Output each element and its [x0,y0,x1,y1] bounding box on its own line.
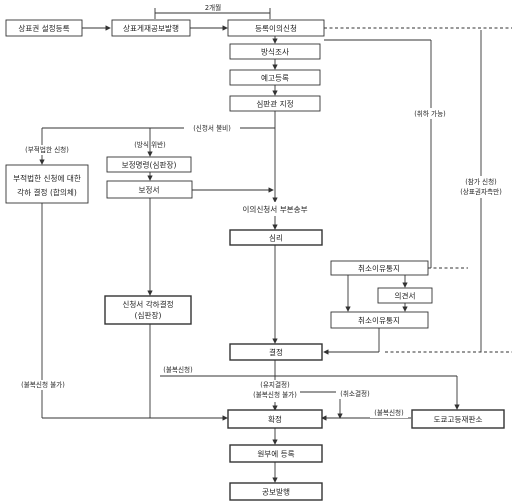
label-appeal-2: (불복신청) [374,408,403,417]
label-maintain-2: (불복신청 불가) [253,390,297,399]
box-formality: 방식조사 [229,43,321,60]
label-withdraw: (취하 가능) [414,109,446,118]
labels: 2개월 (신청서 불비) (부적법한 신청) (방식 위반) (취하 가능) (… [18,2,510,418]
box-final-text: 확정 [268,414,282,424]
box-final: 확정 [227,409,323,429]
box-publication: 상표게재공보발행 [111,19,191,37]
box-revocation-notice-2-text: 취소이유통지 [358,315,400,325]
box-decision-text: 결정 [269,347,283,357]
box-decision: 결정 [229,343,323,361]
label-appeal-1: (불복신청) [163,365,192,374]
label-participation-1: (참가 신청) [465,177,497,186]
box-reject: 신청서 각하결정 (심판장) [104,295,192,325]
box-revocation-notice-1: 취소이유통지 [330,260,429,276]
box-apply: 상표권 설정등록 [5,19,83,37]
box-trial-text: 심리 [269,233,283,243]
box-register-text: 원부에 등록 [257,450,294,459]
box-gazette-text: 공보발행 [262,487,290,497]
box-ip-court-text: 도쿄고등재판소 [434,415,483,424]
box-amendment-text: 보정서 [139,185,160,195]
label-participation-2: (상표권자측만) [460,187,502,196]
box-improper-text-2: 각하 결정 (합의체) [17,187,77,197]
box-publication-text: 상표게재공보발행 [123,23,179,33]
box-register: 원부에 등록 [229,444,323,463]
box-copy-sent-text: 이의신청서 부본송부 [242,204,307,214]
box-revocation-notice-1-text: 취소이유통지 [358,263,400,273]
box-reject-text-1: 신청서 각하결정 [122,299,173,309]
box-notice-text: 예고등록 [261,73,289,83]
box-ip-court: 도쿄고등재판소 [411,409,505,429]
label-two-months: 2개월 [205,3,221,12]
box-apply-text: 상표권 설정등록 [18,23,69,33]
box-correction-order: 보정명령(심판장) [106,156,192,173]
box-opinion: 의견서 [377,287,433,304]
box-gazette: 공보발행 [229,482,323,501]
box-opinion-text: 의견서 [395,291,416,301]
box-trial: 심리 [229,229,323,246]
box-improper: 부적법한 신청에 대한 각하 결정 (합의체) [5,164,89,204]
box-opposition-text: 등록이의신청 [255,23,297,33]
box-reject-text-2: (심판장) [135,310,162,320]
box-amendment: 보정서 [106,180,193,199]
label-formal-violation: (방식 위반) [134,140,166,149]
box-judge: 심판관 지정 [229,95,321,112]
box-correction-order-text: 보정명령(심판장) [122,160,177,170]
label-incomplete: (신청서 불비) [193,124,231,133]
label-no-appeal: (불복신청 불가) [21,380,65,389]
box-revocation-notice-2: 취소이유통지 [330,311,429,329]
box-copy-sent: 이의신청서 부본송부 [228,202,322,216]
label-cancel: (취소결정) [340,389,369,398]
label-maintain-1: (유지결정) [260,380,289,389]
box-opposition: 등록이의신청 [227,19,325,37]
label-improper-app: (부적법한 신청) [25,145,69,154]
box-formality-text: 방식조사 [261,47,289,57]
box-notice: 예고등록 [229,69,321,86]
box-judge-text: 심판관 지정 [256,99,293,109]
box-improper-text-1: 부적법한 신청에 대한 [13,173,81,183]
